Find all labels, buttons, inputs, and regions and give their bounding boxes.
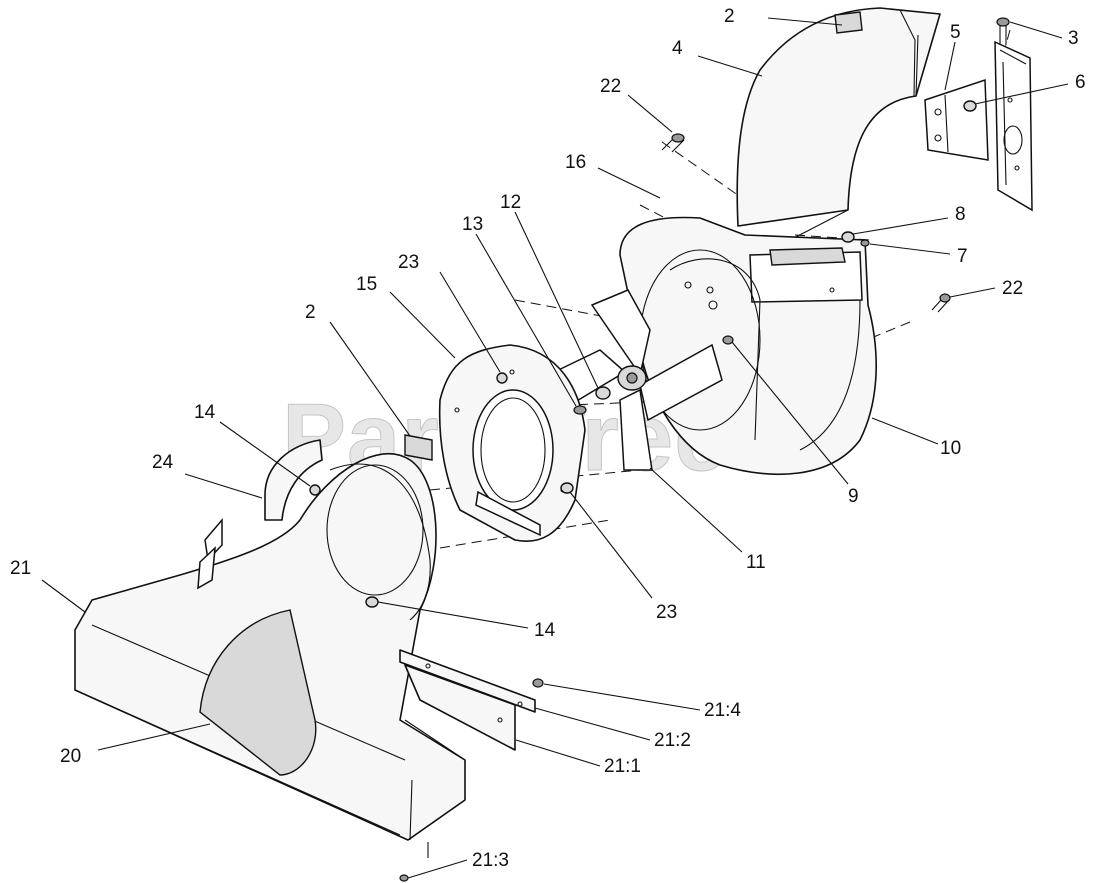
callout-11: 11 — [746, 552, 766, 573]
callout-21-4: 21:4 — [704, 700, 741, 721]
callout-21-1: 21:1 — [604, 756, 641, 777]
callout-14-bottom: 14 — [534, 620, 556, 641]
callout-13: 13 — [462, 214, 483, 235]
callout-23-bottom: 23 — [656, 602, 677, 623]
callout-4: 4 — [672, 38, 683, 59]
bolt-7 — [860, 239, 870, 247]
lower-strips — [399, 649, 536, 751]
lower-discharge-chute — [74, 452, 466, 841]
callout-22-right: 22 — [1002, 278, 1023, 299]
bolt-13 — [573, 405, 587, 415]
housing-plate — [438, 344, 586, 542]
callout-14-left: 14 — [194, 402, 216, 423]
hardware — [309, 133, 951, 882]
bolt-21-4 — [532, 678, 544, 688]
nut-14-left — [309, 484, 321, 496]
nut-23-bottom — [560, 482, 574, 494]
leader-lines — [41, 17, 1069, 879]
callout-15: 15 — [356, 274, 377, 295]
nut-23-top — [496, 372, 508, 384]
blower-housing — [619, 216, 877, 476]
bolt-22-top — [671, 133, 685, 143]
callout-7: 7 — [957, 246, 968, 267]
callout-21-3: 21:3 — [472, 850, 509, 871]
impeller — [546, 289, 723, 471]
callout-3: 3 — [1068, 28, 1079, 49]
callout-9: 9 — [848, 486, 859, 507]
washer-8 — [841, 231, 855, 243]
mounting-bracket — [924, 17, 1033, 212]
callout-21: 21 — [10, 558, 31, 579]
bolt-9 — [722, 335, 734, 345]
callout-12: 12 — [500, 192, 521, 213]
callout-6: 6 — [1075, 72, 1086, 93]
callout-10: 10 — [940, 438, 961, 459]
callout-24: 24 — [152, 452, 174, 473]
nut-14-bottom — [365, 596, 379, 608]
washer-12 — [595, 386, 611, 400]
upper-discharge-chute — [736, 7, 941, 241]
callout-2-top: 2 — [724, 6, 735, 27]
callout-8: 8 — [955, 204, 966, 225]
callout-16: 16 — [565, 152, 586, 173]
callout-20: 20 — [60, 746, 81, 767]
nut-21-3 — [399, 874, 409, 882]
callout-23-top: 23 — [398, 252, 419, 273]
decal-and-ring — [264, 434, 433, 521]
callout-21-2: 21:2 — [654, 730, 691, 751]
callout-2-left: 2 — [305, 302, 316, 323]
callout-22-top: 22 — [600, 76, 621, 97]
callout-5: 5 — [950, 22, 961, 43]
bolt-22-right — [939, 293, 951, 303]
callouts: 2 3 4 5 6 22 16 12 13 8 7 23 15 22 2 14 … — [10, 6, 1086, 871]
